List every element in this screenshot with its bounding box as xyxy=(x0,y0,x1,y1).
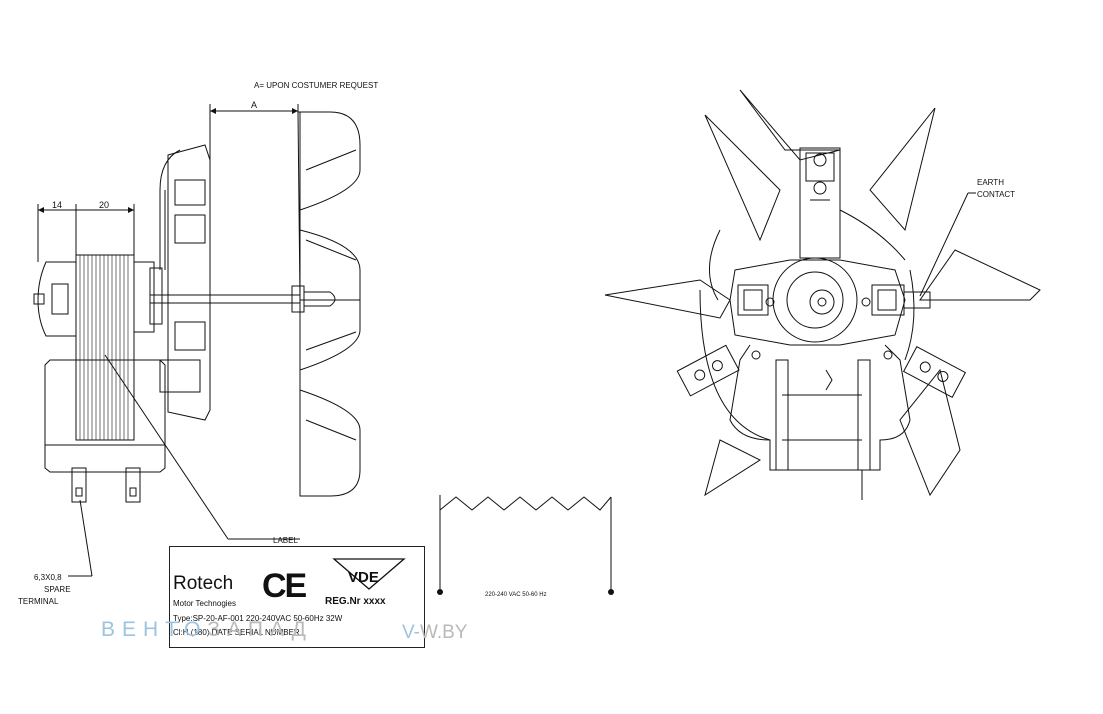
label-callout: LABEL xyxy=(273,536,298,545)
label-class-line: Cl:H (180) DATE SERIAL NUMBER xyxy=(173,628,300,637)
label-brand: Rotech xyxy=(173,573,234,594)
label-reg-number: REG.Nr xxxx xyxy=(325,596,386,607)
watermark: ВЕНТОЗАПАД xyxy=(101,618,313,642)
wiring-terminal-right xyxy=(608,589,614,595)
watermark-part2: ЗАПАД xyxy=(207,618,313,641)
watermark-site-v: V- xyxy=(402,622,420,643)
wiring-voltage: 220-240 VAC 50-60 Hz xyxy=(485,592,547,598)
earth-contact-line2: CONTACT xyxy=(977,190,1015,199)
label-type-line: Type:SP-20-AF-001 220-240VAC 50-60Hz 32W xyxy=(173,614,343,623)
vde-text: VDE xyxy=(348,569,379,586)
front-view-fan xyxy=(604,89,1041,500)
earth-contact-line1: EARTH xyxy=(977,178,1004,187)
watermark-part1: ВЕНТО xyxy=(101,618,208,641)
rating-label: Rotech Motor Technogies CE VDE REG.Nr xx… xyxy=(169,546,425,648)
terminal-spare: SPARE xyxy=(44,585,71,594)
dimension-20: 20 xyxy=(99,200,109,210)
dimension-14: 14 xyxy=(52,200,62,210)
wiring-diagram xyxy=(439,495,612,590)
watermark-site-rest: W.BY xyxy=(419,622,468,643)
dimension-a: A xyxy=(251,100,257,110)
terminal-word: TERMINAL xyxy=(18,597,59,606)
vde-mark-icon xyxy=(332,558,406,590)
watermark-site: V-W.BY xyxy=(402,622,467,644)
side-view-motor xyxy=(33,104,361,577)
label-brand-sub: Motor Technogies xyxy=(173,599,236,608)
ce-mark: CE xyxy=(262,567,307,605)
terminal-size: 6,3X0,8 xyxy=(34,573,62,582)
customer-request-note: A= UPON COSTUMER REQUEST xyxy=(254,81,378,90)
wiring-terminal-left xyxy=(437,589,443,595)
